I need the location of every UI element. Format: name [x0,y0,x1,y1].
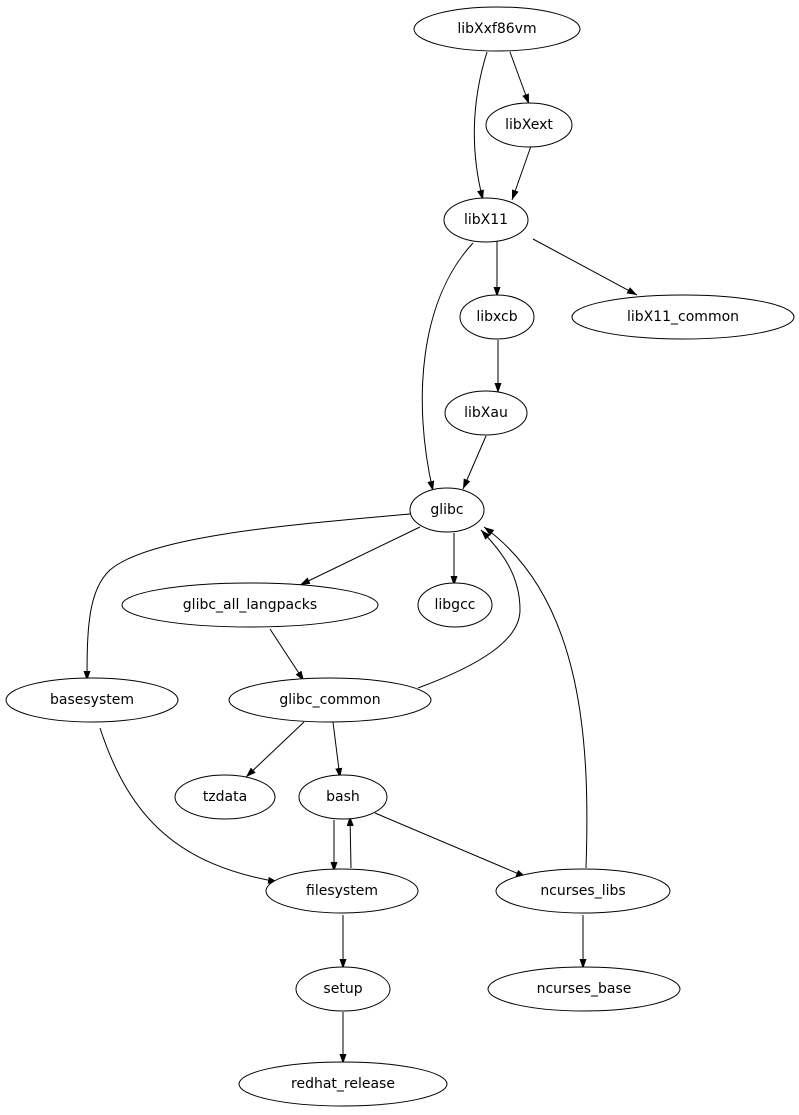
node-label: libXxf86vm [457,21,536,37]
node-ncurses_libs: ncurses_libs [495,868,671,914]
edge-glibc_common-tzdata [245,721,305,778]
node-filesystem: filesystem [265,868,419,914]
node-label: libX11_common [627,309,739,325]
node-libgcc: libgcc [417,582,493,628]
edge-glibc-glibc_all_langpacks [299,526,421,586]
node-setup: setup [295,966,391,1012]
node-label: libX11 [464,212,508,228]
node-glibc_all_langpacks: glibc_all_langpacks [121,582,379,628]
edge-libX11-libX11_common [532,238,638,296]
node-libXext: libXext [485,102,573,148]
edge-glibc-basesystem [83,513,411,682]
edge-libX11-glibc [421,242,474,492]
edge-glibc_all_langpacks-glibc_common [269,628,305,682]
node-label: libXext [505,117,553,133]
node-label: bash [326,789,360,805]
node-libX11_common: libX11_common [571,294,795,340]
edge-libXau-glibc [462,435,487,490]
node-label: glibc_all_langpacks [183,597,317,613]
node-libXau: libXau [444,390,528,436]
node-label: libgcc [435,597,476,613]
node-label: basesystem [50,692,134,708]
node-glibc: glibc [409,487,485,533]
edge-libXxf86vm-libX11 [473,51,488,201]
node-label: setup [323,981,362,997]
node-glibc_common: glibc_common [228,677,432,723]
edge-glibc_common-glibc [417,529,521,689]
node-libX11: libX11 [443,197,529,243]
nodes: libXxf86vm libXext libX11 libxcb libX11_… [5,6,795,1107]
edge-filesystem-bash [346,815,354,869]
node-label: glibc_common [279,692,380,708]
node-label: redhat_release [291,1076,395,1092]
node-label: filesystem [306,883,378,899]
edge-basesystem-filesystem [99,727,279,884]
edges [83,51,638,1064]
node-label: tzdata [203,789,247,805]
edge-bash-ncurses_libs [374,812,527,878]
edge-libXext-libX11 [511,145,532,201]
node-label: ncurses_libs [540,883,625,899]
node-redhat_release: redhat_release [238,1061,448,1107]
node-tzdata: tzdata [174,774,276,820]
node-libxcb: libxcb [459,294,535,340]
node-libXxf86vm: libXxf86vm [413,6,581,52]
node-basesystem: basesystem [5,677,179,723]
edge-ncurses_libs-glibc [483,526,588,869]
node-label: libXau [464,405,508,421]
node-label: ncurses_base [537,981,632,997]
node-ncurses_base: ncurses_base [487,966,681,1012]
edge-libXxf86vm-libXext [509,51,530,105]
edge-glibc_common-bash [332,721,343,779]
node-label: glibc [430,502,463,518]
node-bash: bash [298,774,388,820]
node-label: libxcb [476,309,517,325]
